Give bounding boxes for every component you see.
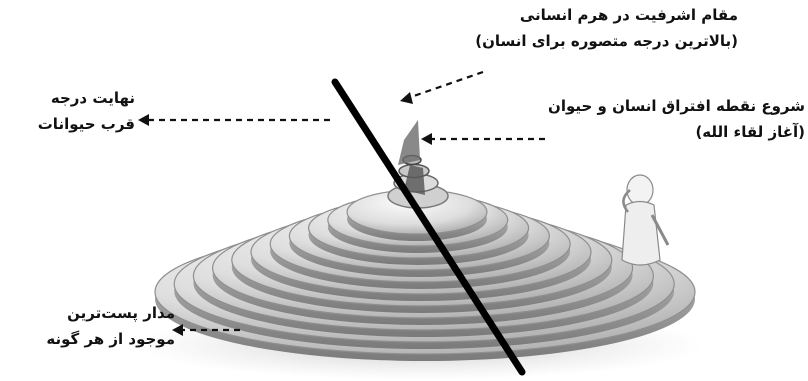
label-lowest-orbit: مدار پست‌ترین موجود از هر گونه [0, 300, 175, 353]
label-animal-limit-line1: نهایت درجه [10, 85, 135, 111]
label-lowest-orbit-line2: موجود از هر گونه [0, 326, 175, 352]
label-peak-status-line1: مقام اشرفیت در هرم انسانی [488, 2, 738, 28]
arrow-top-line [408, 72, 483, 98]
label-peak-status: مقام اشرفیت در هرم انسانی (بالاترین درجه… [488, 2, 738, 55]
label-divergence-point: شروع نقطه افتراق انسان و حیوان (آغاز لقا… [560, 93, 805, 146]
label-peak-status-line2: (بالاترین درجه متصوره برای انسان) [488, 28, 738, 54]
label-animal-limit-line2: قرب حیوانات [10, 111, 135, 137]
arrow-left-head [138, 114, 149, 126]
thinking-figure-icon [622, 175, 668, 265]
label-divergence-line2: (آغاز لقاء الله) [560, 119, 805, 145]
arrow-top-head [400, 92, 413, 104]
top-steps [388, 120, 448, 208]
label-lowest-orbit-line1: مدار پست‌ترین [0, 300, 175, 326]
label-animal-limit: نهایت درجه قرب حیوانات [10, 85, 135, 138]
label-divergence-line1: شروع نقطه افتراق انسان و حیوان [560, 93, 805, 119]
arrow-right-head [421, 133, 432, 145]
